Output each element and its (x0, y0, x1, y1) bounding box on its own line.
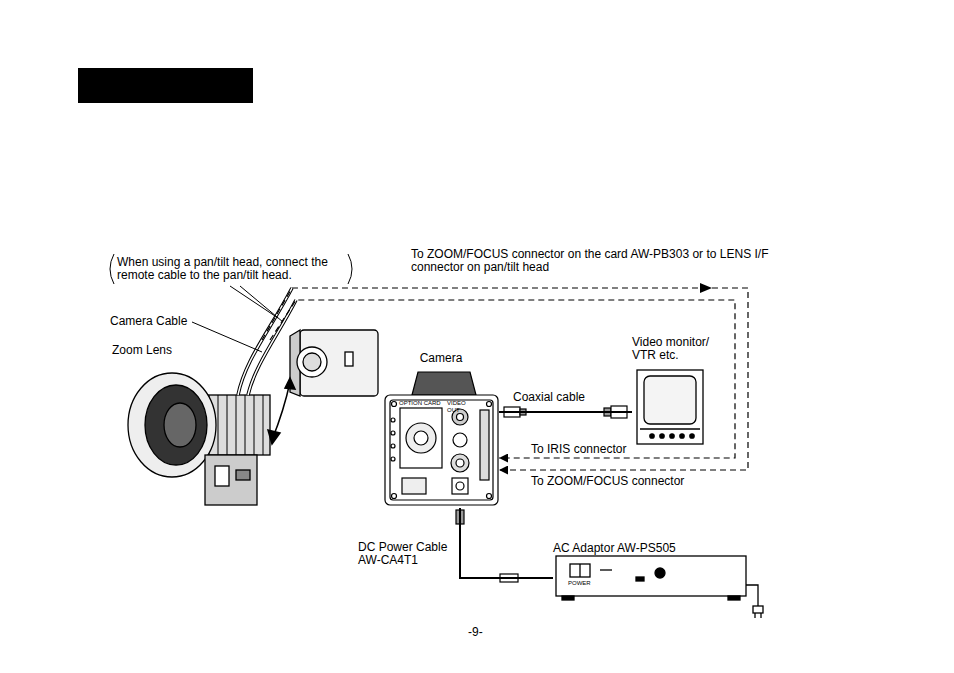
zoom-lens-figure (254, 395, 255, 455)
monitor-figure (637, 370, 703, 444)
ac-adaptor-figure (636, 577, 644, 581)
remote-cable-route (270, 300, 735, 458)
ac-adaptor-figure (562, 596, 574, 600)
camera-rear-panel (456, 482, 464, 490)
ac-adaptor-figure (579, 564, 580, 577)
zoom-lens-figure (128, 373, 216, 477)
remote-cable-route (262, 288, 748, 470)
zoom-lens-figure (238, 288, 292, 395)
zoom-lens-figure (236, 470, 250, 480)
camera-side-view (345, 352, 353, 366)
camera-rear-panel (391, 444, 395, 448)
ac-adaptor-figure (753, 606, 763, 613)
cable-label: To IRIS connector (530, 443, 627, 456)
monitor-figure (650, 434, 654, 438)
camera-side-view (297, 347, 327, 377)
camera-rear-panel (480, 410, 489, 480)
leader-line (192, 322, 262, 352)
monitor-node: Video monitor/ VTR etc. (632, 336, 720, 446)
camera-rear-panel (456, 459, 464, 467)
camera-rear-panel (412, 372, 476, 395)
camera-rear-panel (452, 478, 468, 494)
cable-label: To ZOOM/FOCUS connector (530, 475, 685, 488)
page-number: -9- (468, 626, 498, 639)
device-label: AC Adaptor AW-PS505 (553, 542, 676, 555)
monitor-figure (670, 434, 674, 438)
camera-rear-panel (390, 400, 493, 500)
zoom-lens-figure (215, 466, 229, 486)
device-label: Video monitor/ VTR etc. (632, 336, 716, 362)
dc-plug (456, 510, 518, 582)
zoom-lens-figure (227, 395, 228, 455)
ac-adaptor-figure (655, 568, 665, 578)
mount-arrow (285, 378, 295, 389)
adaptor-node: AC Adaptor AW-PS505 (553, 538, 748, 602)
cable (499, 411, 632, 413)
camera-rear-panel (457, 414, 464, 421)
cable-label: DC Power Cable AW-CA4T1 (357, 541, 456, 567)
mount-arrow (268, 430, 280, 444)
ac-adaptor-figure (600, 569, 612, 570)
camera-side-view (290, 330, 378, 396)
cable (460, 508, 553, 578)
zoom-lens-figure (236, 395, 237, 455)
ac-adaptor-figure (728, 596, 740, 600)
camera-rear-panel (385, 395, 498, 505)
camera-side-view (303, 353, 321, 371)
camera-rear-panel (451, 454, 469, 472)
title-bar (78, 68, 253, 103)
zoom-lens-figure (238, 288, 292, 395)
panel-text: VIDEO OUT (447, 400, 479, 414)
monitor-figure (640, 428, 700, 429)
device-label: Zoom Lens (112, 344, 172, 357)
monitor-figure (680, 434, 684, 438)
camera-rear-panel (391, 431, 395, 435)
leader-line (348, 254, 352, 284)
camera-rear-panel (385, 372, 498, 505)
camera-rear-panel (400, 408, 442, 468)
monitor-figure (637, 370, 703, 444)
leader-line (230, 286, 278, 318)
camera-rear-panel (487, 402, 492, 407)
ac-adaptor-figure (556, 556, 763, 618)
ac-adaptor-figure (556, 556, 746, 596)
ac-adaptor-figure (570, 564, 590, 577)
cable-label: Coaxial cable (512, 391, 586, 404)
camera-rear-panel (406, 423, 436, 453)
mount-arrow (268, 378, 295, 444)
camera-rear-panel (414, 431, 428, 445)
zoom-lens-figure (245, 395, 246, 455)
part-name: Camera Cable (110, 315, 200, 328)
leader-line (240, 286, 283, 322)
monitor-figure (644, 376, 696, 424)
monitor-figure (660, 434, 664, 438)
camera-rear-panel (391, 457, 395, 461)
camera-side-view (300, 330, 378, 396)
zoom-lens-figure (164, 403, 196, 447)
camera-rear-panel (392, 494, 397, 499)
note-text: When using a pan/tilt head, connect the … (117, 256, 349, 282)
ac-adaptor-figure (746, 585, 758, 606)
leader-line (110, 254, 114, 284)
camera-node: Camera (383, 348, 499, 508)
zoom-lens-figure (263, 395, 264, 455)
device-label: Camera (420, 352, 463, 365)
zoom-lens-figure (218, 395, 219, 455)
lens-node: Zoom Lens (112, 340, 277, 510)
camera-rear-panel (453, 433, 467, 447)
zoom-lens-figure (205, 455, 257, 505)
zoom-lens-figure (145, 385, 207, 465)
camera-rear-panel (392, 402, 397, 407)
ac-adaptor-figure (760, 613, 761, 618)
camera-rear-panel (402, 478, 426, 494)
panel-text: POWER (568, 580, 598, 587)
panel-text: OPTION CARD (399, 400, 443, 407)
monitor-figure (690, 434, 694, 438)
camera-rear-panel (391, 418, 395, 422)
ac-adaptor-figure (754, 613, 755, 618)
camera-rear-panel (487, 494, 492, 499)
route-note: To ZOOM/FOCUS connector on the card AW-P… (411, 248, 779, 274)
